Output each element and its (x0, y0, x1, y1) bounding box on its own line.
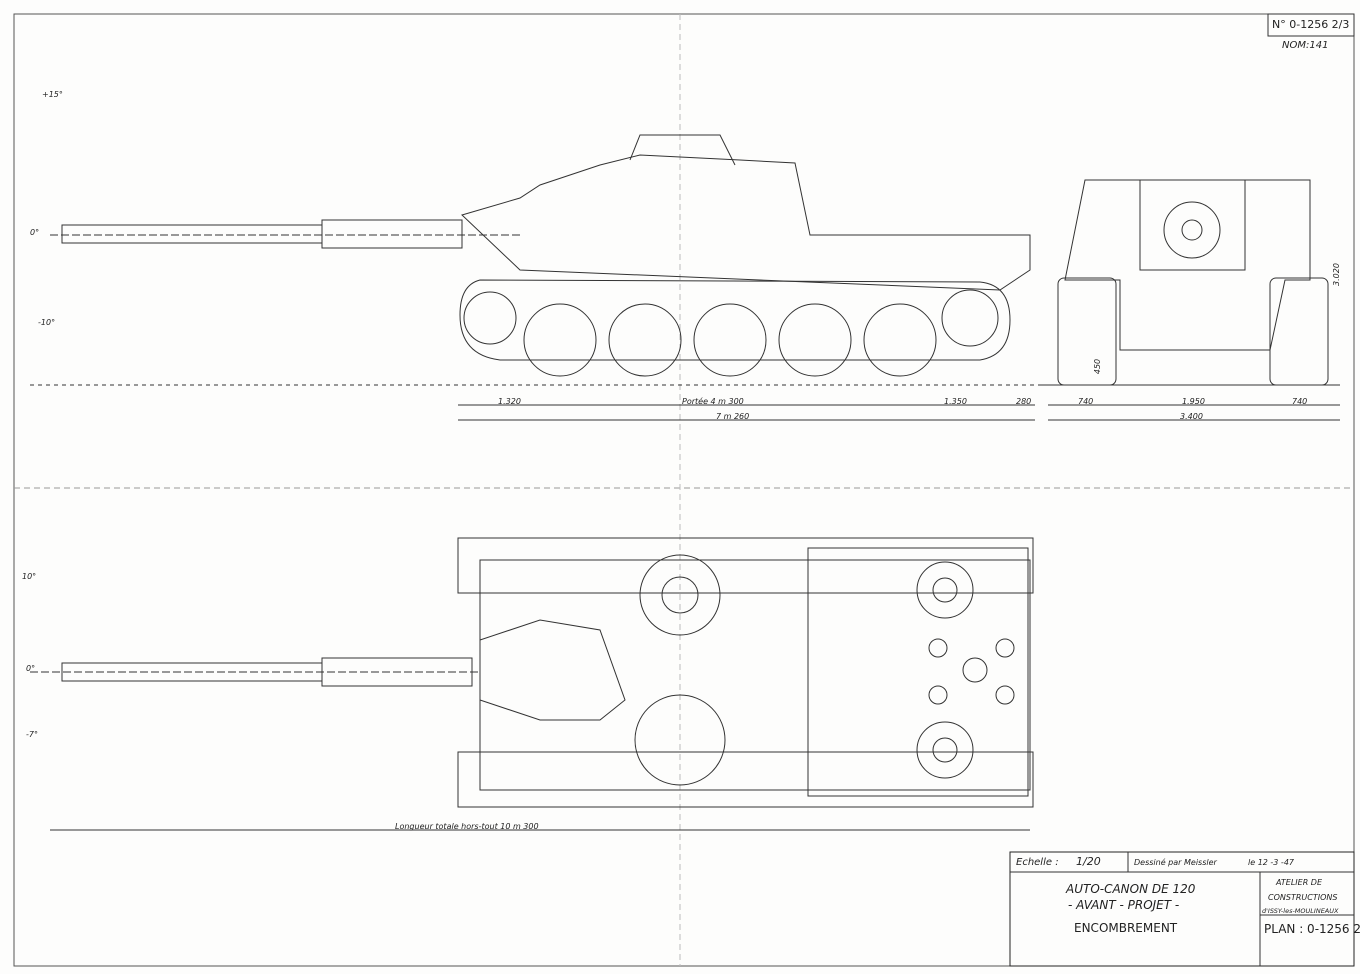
maker-1: ATELIER DE (1276, 878, 1323, 887)
dimension-label: 1.950 (1182, 397, 1205, 406)
dimension-label: 3.400 (1180, 412, 1203, 421)
plan-number: PLAN : 0-1256 2/3 (1264, 922, 1360, 936)
top-view (30, 537, 1034, 831)
scale-label: Echelle : (1016, 857, 1059, 868)
overall-length: Longueur totale hors-tout 10 m 300 (395, 822, 539, 831)
dimension-label: 3.020 (1331, 263, 1341, 286)
angle-label: -7° (26, 730, 38, 739)
road-wheels (463, 289, 999, 377)
angle-label: +15° (42, 90, 63, 99)
angle-label: 0° (26, 664, 36, 673)
angle-label: -10° (38, 318, 56, 327)
title-line-3: ENCOMBREMENT (1074, 921, 1178, 935)
angle-label: 10° (22, 572, 37, 581)
nom-label: NOM:141 (1282, 40, 1329, 51)
angle-label: 0° (30, 228, 40, 237)
maker-3: d'ISSY-les-MOULINEAUX (1262, 907, 1339, 915)
front-view (1040, 179, 1340, 421)
title-line-1: AUTO-CANON DE 120 (1066, 882, 1196, 896)
dimension-label: 1.350 (944, 397, 967, 406)
maker-2: CONSTRUCTIONS (1268, 893, 1338, 902)
sheet-border (13, 13, 1355, 967)
dimension-label: 1.320 (498, 397, 521, 406)
drawn-by: Dessiné par Meissler (1134, 858, 1217, 867)
side-view (30, 134, 1040, 421)
scale-value: 1/20 (1076, 855, 1101, 868)
dimension-label: 7 m 260 (716, 412, 750, 421)
dimension-label: 450 (1093, 358, 1103, 375)
title-line-2: - AVANT - PROJET - (1068, 898, 1180, 912)
date: le 12 -3 -47 (1248, 858, 1294, 867)
dimension-label: 280 (1016, 397, 1032, 406)
dimension-label: 740 (1078, 397, 1094, 406)
dimension-label: 740 (1292, 397, 1308, 406)
dimension-label: Portée 4 m 300 (682, 397, 744, 406)
drawing-number: N° 0-1256 2/3 (1272, 18, 1350, 31)
